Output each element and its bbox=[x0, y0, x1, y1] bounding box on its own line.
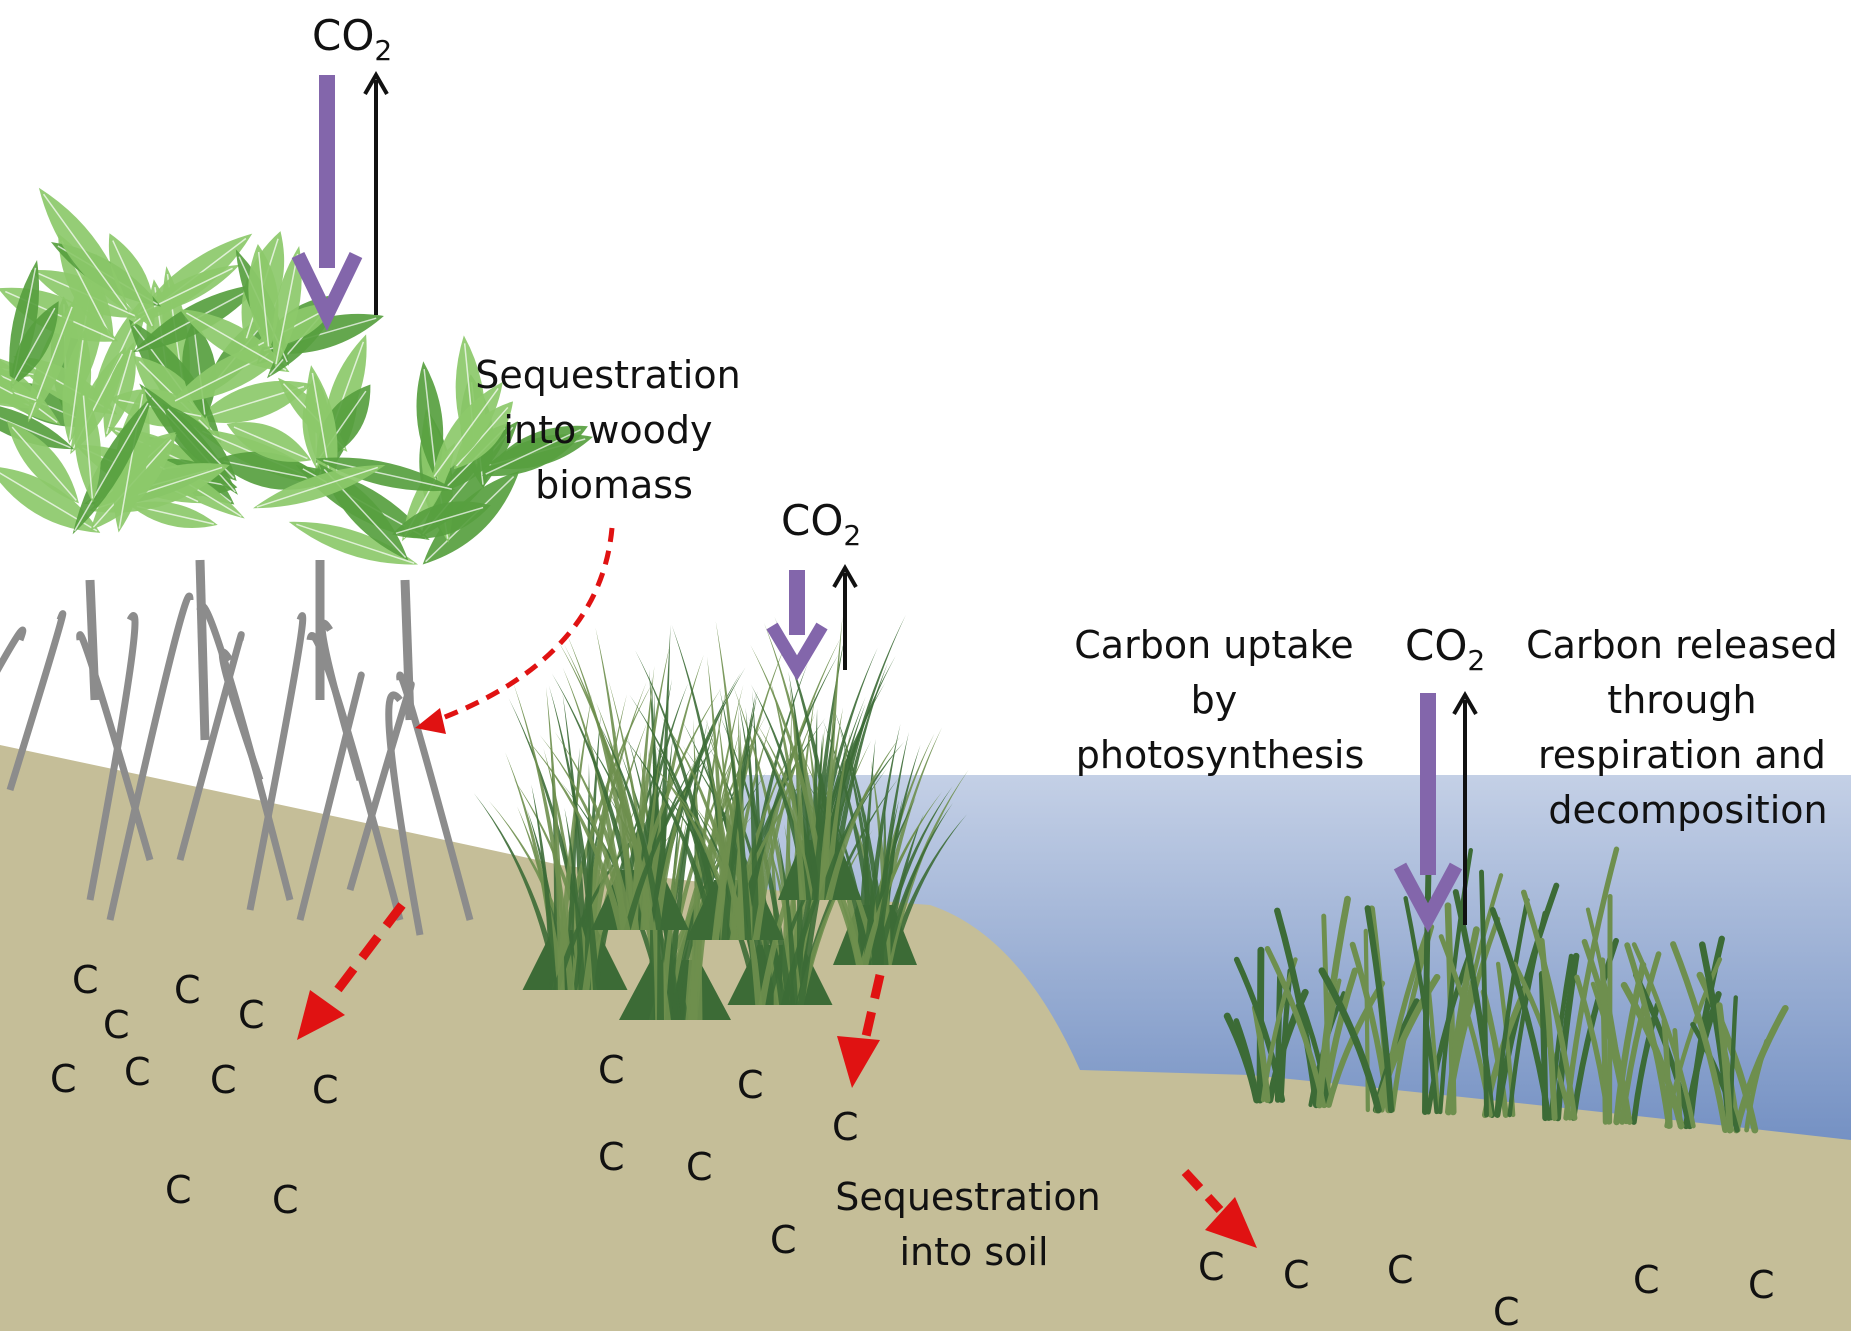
mangrove-leaf bbox=[179, 309, 290, 373]
carbon-symbol: C bbox=[50, 1057, 77, 1101]
carbon-symbol: C bbox=[770, 1218, 797, 1262]
seagrass-meadow bbox=[1223, 846, 1789, 1134]
mangrove-leaf bbox=[38, 187, 130, 313]
carbon-symbol: C bbox=[165, 1168, 192, 1212]
mangrove-leaf bbox=[10, 301, 59, 388]
mangrove-trees bbox=[0, 187, 593, 936]
carbon-symbol: C bbox=[598, 1048, 625, 1092]
mangrove-leaf bbox=[74, 387, 101, 503]
soil-sequestration-label: Sequestration into soil bbox=[835, 1175, 1113, 1274]
seagrass-blade-cluster bbox=[1438, 869, 1560, 1119]
saltmarsh-co2-release-arrowhead bbox=[832, 564, 858, 589]
marsh-grass-clump bbox=[523, 624, 746, 930]
seagrass-blade-cluster bbox=[1670, 941, 1789, 1134]
mangrove-root bbox=[246, 612, 307, 911]
carbon-symbol: C bbox=[686, 1145, 713, 1189]
carbon-symbol: C bbox=[1493, 1290, 1520, 1331]
saltmarsh-soil-carbon: C C C C C C bbox=[598, 1048, 859, 1262]
mangrove-root bbox=[218, 648, 264, 782]
marsh-grass-clump bbox=[747, 614, 906, 900]
mangrove-leaf bbox=[62, 330, 92, 444]
carbon-symbol: C bbox=[238, 993, 265, 1037]
mangrove-co2-label: CO2 bbox=[312, 11, 392, 67]
carbon-symbol: C bbox=[737, 1063, 764, 1107]
mangrove-co2-uptake-arrowhead bbox=[291, 251, 363, 332]
carbon-symbol: C bbox=[174, 968, 201, 1012]
carbon-symbol: C bbox=[1633, 1258, 1660, 1302]
mangrove-leaf bbox=[252, 464, 386, 509]
mangrove-root bbox=[0, 626, 27, 673]
carbon-symbol: C bbox=[1748, 1263, 1775, 1307]
seagrass-soil-arrow bbox=[1181, 1168, 1224, 1214]
mangrove-root bbox=[106, 592, 194, 921]
mangrove-leaf bbox=[431, 381, 503, 480]
mangrove-soil-arrowhead bbox=[297, 990, 345, 1040]
mangrove-soil-arrow bbox=[326, 902, 406, 1003]
marsh-grass-clump bbox=[787, 710, 969, 965]
carbon-release-label: Carbon released through respiration and … bbox=[1526, 623, 1850, 832]
mangrove-trunk bbox=[85, 579, 100, 701]
saltmarsh-soil-arrow bbox=[859, 973, 885, 1047]
carbon-uptake-label: Carbon uptake by photosynthesis bbox=[1074, 623, 1366, 777]
mangrove-leaf bbox=[315, 457, 456, 492]
mangrove-leaf bbox=[288, 521, 419, 565]
carbon-symbol: C bbox=[124, 1050, 151, 1094]
saltmarsh-co2-label: CO2 bbox=[781, 496, 861, 552]
mangrove-root bbox=[296, 671, 365, 921]
mangrove-root bbox=[6, 610, 67, 792]
carbon-symbol: C bbox=[312, 1068, 339, 1112]
mangrove-leaf bbox=[108, 233, 155, 330]
carbon-symbol: C bbox=[598, 1135, 625, 1179]
carbon-symbol: C bbox=[1283, 1253, 1310, 1297]
mangrove-leaf bbox=[6, 421, 79, 504]
carbon-symbol: C bbox=[272, 1178, 299, 1222]
mangrove-root bbox=[385, 691, 424, 936]
mangrove-root bbox=[396, 671, 474, 921]
saltmarsh-co2-uptake-arrowhead bbox=[766, 622, 828, 681]
mangrove-leaf bbox=[226, 422, 312, 462]
mangrove-leaf bbox=[215, 451, 328, 490]
seagrass-co2-release-arrowhead bbox=[1452, 691, 1478, 716]
carbon-symbol: C bbox=[1198, 1245, 1225, 1289]
mangrove-leaf bbox=[248, 244, 279, 351]
seagrass-blade-cluster bbox=[1223, 946, 1309, 1104]
mangrove-root bbox=[86, 612, 139, 901]
mangrove-leaf bbox=[0, 401, 75, 450]
mangrove-leaf bbox=[103, 342, 136, 438]
mangrove-leaf bbox=[272, 245, 302, 369]
mangrove-trunk bbox=[195, 559, 210, 741]
mangrove-trunk bbox=[400, 579, 415, 721]
woody-biomass-arrowhead bbox=[415, 708, 446, 734]
seagrass-blade-cluster bbox=[1264, 895, 1386, 1109]
saltmarsh-soil-arrowhead bbox=[837, 1036, 880, 1088]
carbon-symbol: C bbox=[103, 1003, 130, 1047]
carbon-symbol: C bbox=[1387, 1248, 1414, 1292]
marsh-grass-clump bbox=[655, 685, 899, 1005]
mangrove-soil-carbon: C C C C C C C C C C bbox=[50, 958, 339, 1222]
carbon-symbol: C bbox=[210, 1058, 237, 1102]
carbon-symbol: C bbox=[832, 1105, 859, 1149]
seagrass-co2-uptake-arrowhead bbox=[1393, 862, 1463, 933]
seagrass-blade-cluster bbox=[1489, 846, 1620, 1122]
seagrass-co2-label: CO2 bbox=[1405, 621, 1485, 677]
mangrove-co2-release-arrowhead bbox=[363, 71, 389, 96]
woody-biomass-label: Sequestration into woody biomass bbox=[475, 353, 753, 507]
marsh-grass-clump bbox=[622, 621, 842, 940]
mangrove-leaf bbox=[482, 425, 588, 477]
mangrove-leaf bbox=[392, 501, 491, 539]
saltmarsh-grass bbox=[473, 614, 969, 1020]
carbon-symbol: C bbox=[72, 958, 99, 1002]
seagrass-soil-carbon: C C C C C C bbox=[1198, 1245, 1775, 1331]
woody-biomass-arrow bbox=[431, 527, 615, 725]
seagrass-soil-arrowhead bbox=[1205, 1197, 1257, 1248]
mangrove-leaf bbox=[416, 361, 444, 480]
